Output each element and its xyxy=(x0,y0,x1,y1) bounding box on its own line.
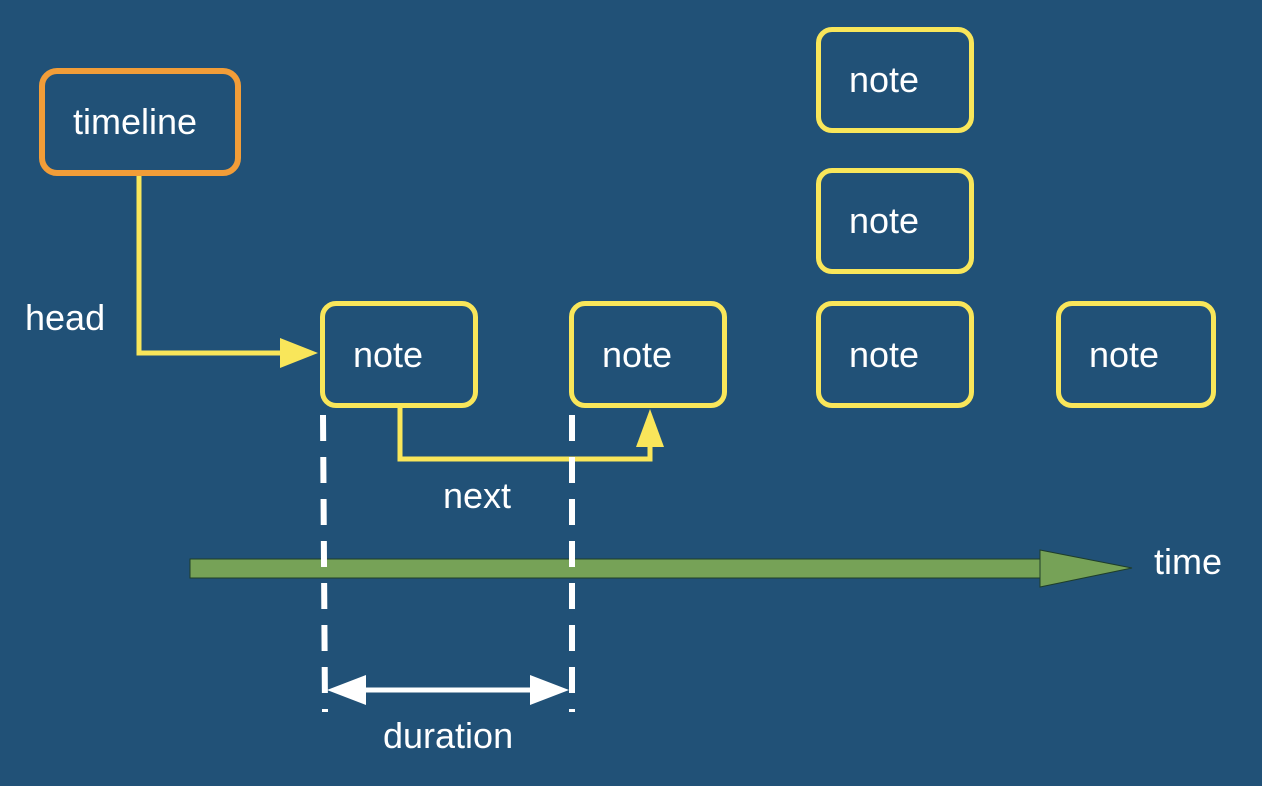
head-pointer-arrow xyxy=(136,172,318,368)
duration-start-dashed-line xyxy=(320,414,328,713)
head-label: head xyxy=(25,297,106,338)
note-box-label: note xyxy=(602,333,673,375)
note-box-label: note xyxy=(1089,333,1160,375)
time-axis-arrow xyxy=(189,549,1133,588)
next-label: next xyxy=(443,475,512,516)
duration-arrow xyxy=(327,675,569,705)
note-box: note xyxy=(816,27,974,133)
timeline-box: timeline xyxy=(39,68,241,176)
duration-label: duration xyxy=(383,715,514,756)
note-box: note xyxy=(320,301,478,408)
note-box: note xyxy=(1056,301,1216,408)
note-box-label: note xyxy=(849,200,920,241)
note-box-label: note xyxy=(849,333,920,375)
time-label: time xyxy=(1154,541,1223,582)
note-box: note xyxy=(816,168,974,274)
note-box-label: note xyxy=(353,333,424,375)
timeline-box-label: timeline xyxy=(73,101,198,142)
note-box: note xyxy=(569,301,727,408)
note-box: note xyxy=(816,301,974,408)
next-pointer-arrow xyxy=(397,405,664,462)
note-box-label: note xyxy=(849,59,920,100)
